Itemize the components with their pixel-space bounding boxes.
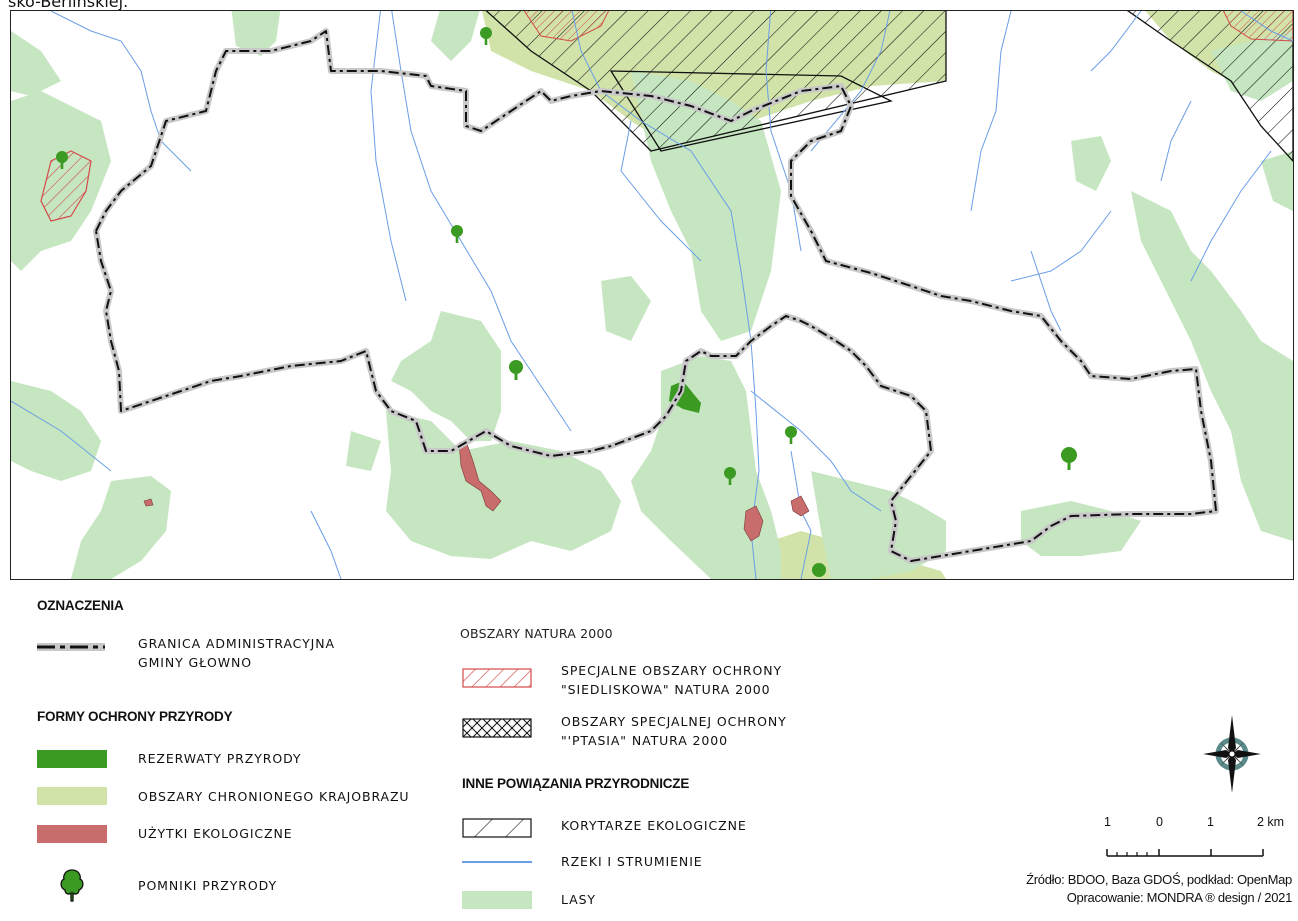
scale-tick-label-4: 2 km xyxy=(1257,815,1285,829)
tree-icon xyxy=(56,151,68,169)
boundary-swatch xyxy=(37,643,105,651)
tree-icon xyxy=(724,467,736,485)
boundary-label-2: GMINY GŁOWNO xyxy=(138,655,253,670)
habitat-label-1: SPECJALNE OBSZARY OCHRONY xyxy=(561,663,783,678)
tree-icon xyxy=(1061,447,1077,470)
forest-label: LASY xyxy=(561,892,596,907)
ecological-sites xyxy=(143,440,810,542)
bird-area-swatch xyxy=(462,718,532,738)
tree-icon xyxy=(451,225,463,243)
reserve-swatch xyxy=(37,750,107,768)
habitat-label-2: "SIEDLISKOWA" NATURA 2000 xyxy=(561,682,771,697)
legend-heading: OZNACZENIA xyxy=(37,598,124,613)
bird-area-label-1: OBSZARY SPECJALNEJ OCHRONY xyxy=(561,714,787,729)
natura-habitat-area xyxy=(40,150,92,222)
scale-tick-label-2: 0 xyxy=(1156,815,1163,829)
tree-icon xyxy=(509,360,523,380)
page-caption: sko-Berlińskiej. xyxy=(8,0,129,11)
scale-tick-label-3: 1 xyxy=(1207,815,1214,829)
tree-icon xyxy=(785,426,797,444)
landscape-label: OBSZARY CHRONIONEGO KRAJOBRAZU xyxy=(138,789,410,804)
ecological-corridor xyxy=(609,70,893,152)
author-credit: Opracowanie: MONDRA ® design / 2021 xyxy=(1066,890,1293,905)
nature-reserve xyxy=(669,381,701,413)
tree-icon xyxy=(480,27,492,45)
forest-swatch xyxy=(462,891,532,909)
scale-tick-label-1: 1 xyxy=(1104,815,1111,829)
reserve-label: REZERWATY PRZYRODY xyxy=(138,751,302,766)
river-swatch xyxy=(462,861,532,863)
administrative-boundary xyxy=(95,30,1217,562)
tree-icon xyxy=(812,563,826,577)
scale-bar xyxy=(1106,849,1264,857)
natura-bird-area-east xyxy=(1127,11,1293,162)
natural-monuments xyxy=(56,27,1077,577)
river-label: RZEKI I STRUMIENIE xyxy=(561,854,703,869)
other-heading: INNE POWIĄZANIA PRZYRODNICZE xyxy=(462,776,690,791)
boundary-label-1: GRANICA ADMINISTRACYJNA xyxy=(138,636,335,651)
habitat-swatch xyxy=(462,668,532,688)
compass-rose-icon xyxy=(1203,715,1261,793)
corridor-label: KORYTARZE EKOLOGICZNE xyxy=(561,818,747,833)
natura-habitat-area-north xyxy=(523,11,610,42)
legend-panel: OZNACZENIA GRANICA ADMINISTRACYJNA GMINY… xyxy=(10,580,1294,921)
tree-icon xyxy=(60,869,84,902)
natura-bird-area xyxy=(485,11,947,152)
bird-area-label-2: "'PTASIA" NATURA 2000 xyxy=(561,733,728,748)
map-canvas[interactable] xyxy=(11,11,1293,579)
forms-heading: FORMY OCHRONY PRZYRODY xyxy=(37,709,233,724)
corridor-swatch xyxy=(462,818,532,838)
ecological-label: UŻYTKI EKOLOGICZNE xyxy=(138,826,293,841)
monument-label: POMNIKI PRZYRODY xyxy=(138,878,277,893)
rivers xyxy=(11,11,1293,579)
ecological-swatch xyxy=(37,825,107,843)
map-frame[interactable] xyxy=(10,10,1294,580)
source-credit: Źródło: BDOO, Baza GDOŚ, podkład: OpenMa… xyxy=(1026,872,1292,887)
landscape-swatch xyxy=(37,787,107,805)
natura-heading: OBSZARY NATURA 2000 xyxy=(460,626,613,641)
